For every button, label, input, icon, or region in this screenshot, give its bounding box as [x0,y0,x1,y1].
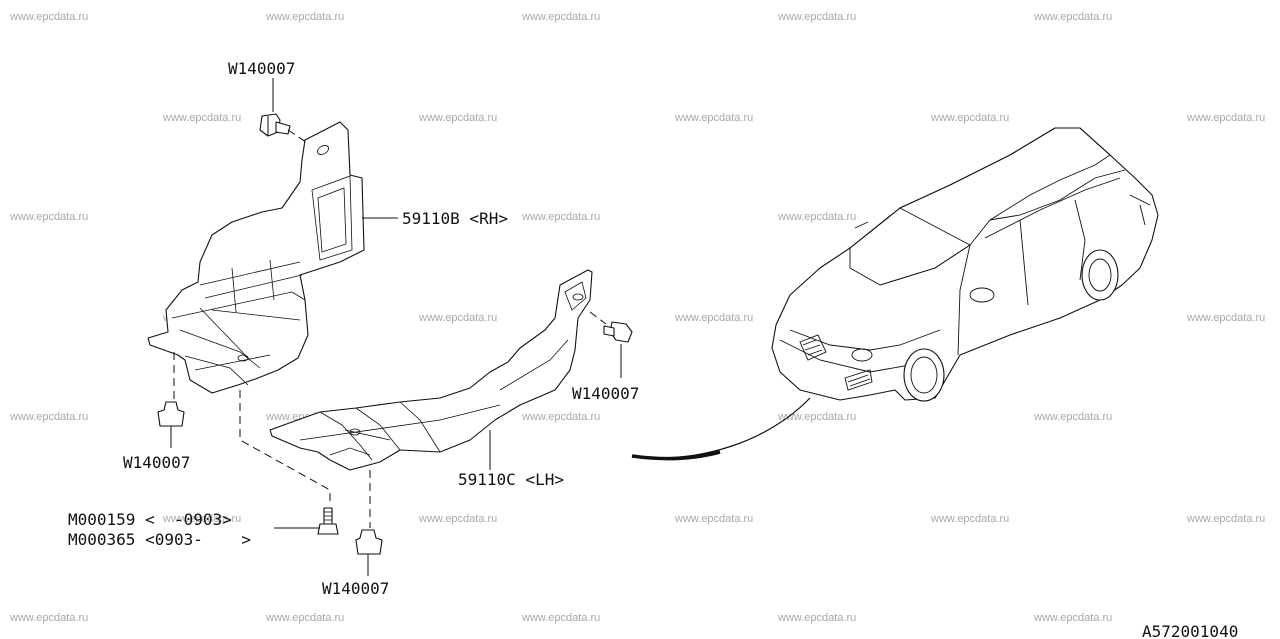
label-59110c-lh[interactable]: 59110C <LH> [458,470,564,489]
clip-right[interactable] [603,321,633,343]
clip-bottom[interactable] [355,529,383,560]
watermark: www.epcdata.ru [418,112,497,124]
watermark: www.epcdata.ru [777,11,856,23]
watermark: www.epcdata.ru [521,612,600,624]
vehicle-illustration [771,127,1159,402]
clip-top[interactable] [259,113,291,137]
bolt-center[interactable] [317,507,339,535]
lh-under-cover[interactable] [269,269,593,471]
watermark: www.epcdata.ru [9,411,88,423]
watermark: www.epcdata.ru [521,411,600,423]
watermark: www.epcdata.ru [162,513,241,525]
watermark: www.epcdata.ru [674,513,753,525]
watermark: www.epcdata.ru [265,612,344,624]
assembly-lines [173,129,607,528]
watermark: www.epcdata.ru [9,211,88,223]
watermark: www.epcdata.ru [521,11,600,23]
label-w140007-right[interactable]: W140007 [572,384,639,403]
watermark: www.epcdata.ru [674,312,753,324]
watermark: www.epcdata.ru [777,211,856,223]
label-w140007-bottom[interactable]: W140007 [322,579,389,598]
label-59110b-rh[interactable]: 59110B <RH> [402,209,508,228]
location-pointer-thick [631,450,721,461]
leader-lines [170,78,622,576]
watermark: www.epcdata.ru [930,112,1009,124]
label-m000159[interactable]: M000159 < -0903> [68,510,232,529]
location-pointer [631,397,811,459]
watermark: www.epcdata.ru [777,612,856,624]
label-w140007-left[interactable]: W140007 [123,453,190,472]
watermark: www.epcdata.ru [1186,112,1265,124]
watermark: www.epcdata.ru [162,112,241,124]
watermark: www.epcdata.ru [1033,411,1112,423]
watermark: www.epcdata.ru [674,112,753,124]
watermark: www.epcdata.ru [1033,11,1112,23]
clip-left[interactable] [157,401,185,432]
watermark: www.epcdata.ru [1033,612,1112,624]
watermark: www.epcdata.ru [777,411,856,423]
rh-under-cover[interactable] [147,121,365,394]
watermark: www.epcdata.ru [418,513,497,525]
watermark: www.epcdata.ru [9,11,88,23]
watermark: www.epcdata.ru [418,312,497,324]
label-m000365[interactable]: M000365 <0903- > [68,530,251,549]
watermark: www.epcdata.ru [930,513,1009,525]
diagram-code: A572001040 [1142,622,1238,639]
watermark: www.epcdata.ru [9,612,88,624]
watermark: www.epcdata.ru [265,11,344,23]
watermark: www.epcdata.ru [1186,513,1265,525]
watermark: www.epcdata.ru [1186,312,1265,324]
watermark: www.epcdata.ru [521,211,600,223]
label-w140007-top[interactable]: W140007 [228,59,295,78]
